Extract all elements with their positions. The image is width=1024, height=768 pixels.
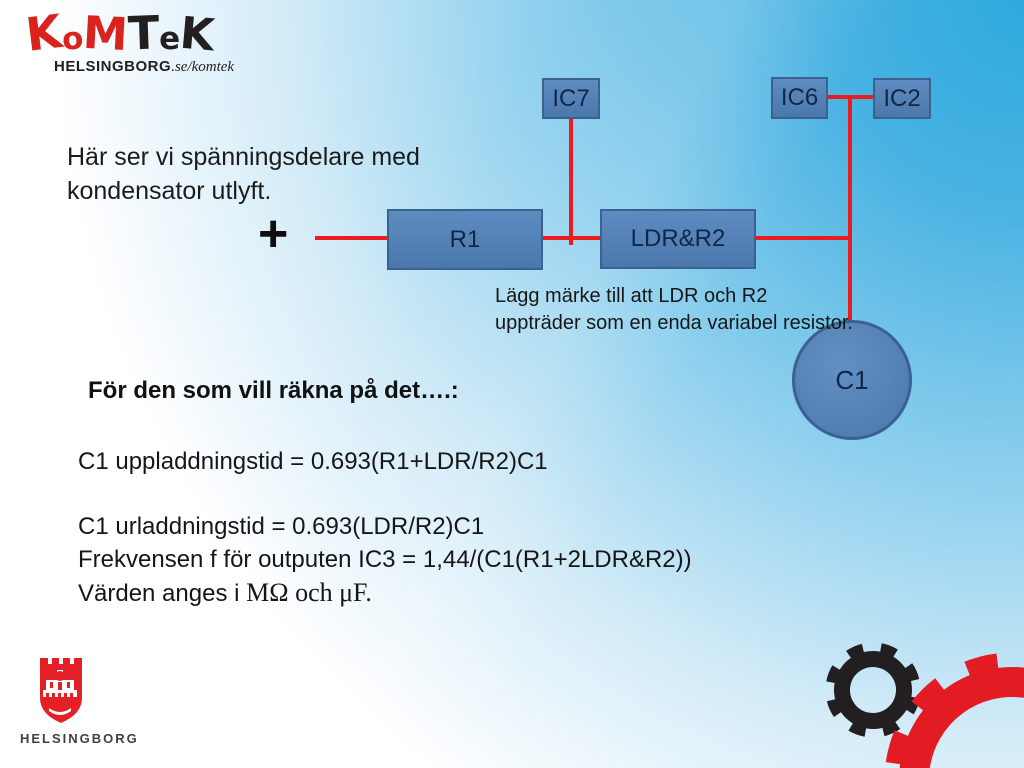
formula-group: C1 urladdningstid = 0.693(LDR/R2)C1 Frek… bbox=[78, 510, 692, 610]
logo-tagline-caps: HELSINGBORG bbox=[54, 58, 172, 75]
logo-tagline-url: .se/komtek bbox=[171, 59, 235, 75]
ldr-note-line-1: Lägg märke till att LDR och R2 bbox=[495, 285, 768, 307]
logo-letter: T bbox=[126, 5, 161, 61]
formula-frequency: Frekvensen f för outputen IC3 = 1,44/(C1… bbox=[78, 546, 692, 573]
red-gear-icon bbox=[884, 652, 1024, 768]
component-circle-c1: C1 bbox=[792, 320, 912, 440]
wire-main-vertical bbox=[848, 97, 852, 321]
component-box-ldr-r2: LDR&R2 bbox=[600, 209, 756, 269]
wire-ldr-to-junction bbox=[756, 236, 852, 240]
formula-units-prefix: Värden anges i bbox=[78, 580, 247, 607]
wire-ic7-drop bbox=[569, 118, 573, 245]
component-label: LDR&R2 bbox=[630, 225, 726, 252]
helsingborg-coat-of-arms-icon bbox=[40, 658, 82, 723]
logo-letter: K bbox=[178, 7, 217, 62]
component-box-r1: R1 bbox=[387, 209, 543, 270]
component-label: IC2 bbox=[883, 84, 921, 112]
intro-line-1: Här ser vi spänningsdelare med bbox=[67, 143, 420, 171]
component-label: IC6 bbox=[780, 84, 819, 111]
wire-plus-to-r1 bbox=[315, 236, 388, 240]
component-label: R1 bbox=[449, 225, 481, 253]
city-name-label: HELSINGBORG bbox=[20, 731, 139, 746]
plus-terminal: + bbox=[258, 205, 289, 263]
intro-line-2: kondensator utlyft. bbox=[67, 177, 272, 205]
calc-heading: För den som vill räkna på det….: bbox=[88, 377, 459, 404]
black-gear-icon bbox=[825, 642, 921, 738]
logo-letter: M bbox=[81, 5, 130, 62]
logo-letter: K bbox=[22, 4, 65, 62]
logo-tagline: HELSINGBORG.se/komtek bbox=[54, 59, 234, 75]
ldr-note-line-2: uppträder som en enda variabel resistor. bbox=[495, 312, 853, 334]
gears-decoration bbox=[825, 642, 1024, 768]
formula-discharge-time: C1 urladdningstid = 0.693(LDR/R2)C1 bbox=[78, 513, 485, 540]
formula-units: Värden anges i MΩ och μF. bbox=[78, 576, 692, 610]
logo-letter: e bbox=[159, 21, 181, 57]
komtek-logo-word: KoMTeK bbox=[22, 4, 234, 62]
logo-letter: o bbox=[60, 20, 85, 58]
ldr-note: Lägg märke till att LDR och R2 uppträder… bbox=[495, 283, 853, 337]
component-box-ic7: IC7 bbox=[542, 78, 600, 119]
component-box-ic6: IC6 bbox=[771, 77, 828, 119]
formula-units-symbols: MΩ och μF. bbox=[246, 578, 372, 607]
formula-charge-time: C1 uppladdningstid = 0.693(R1+LDR/R2)C1 bbox=[78, 448, 548, 475]
komtek-logo: KoMTeK HELSINGBORG.se/komtek bbox=[22, 4, 234, 75]
intro-text: Här ser vi spänningsdelare med kondensat… bbox=[67, 140, 420, 208]
component-box-ic2: IC2 bbox=[873, 78, 931, 119]
component-label: IC7 bbox=[552, 84, 590, 112]
component-label: C1 bbox=[835, 364, 869, 395]
